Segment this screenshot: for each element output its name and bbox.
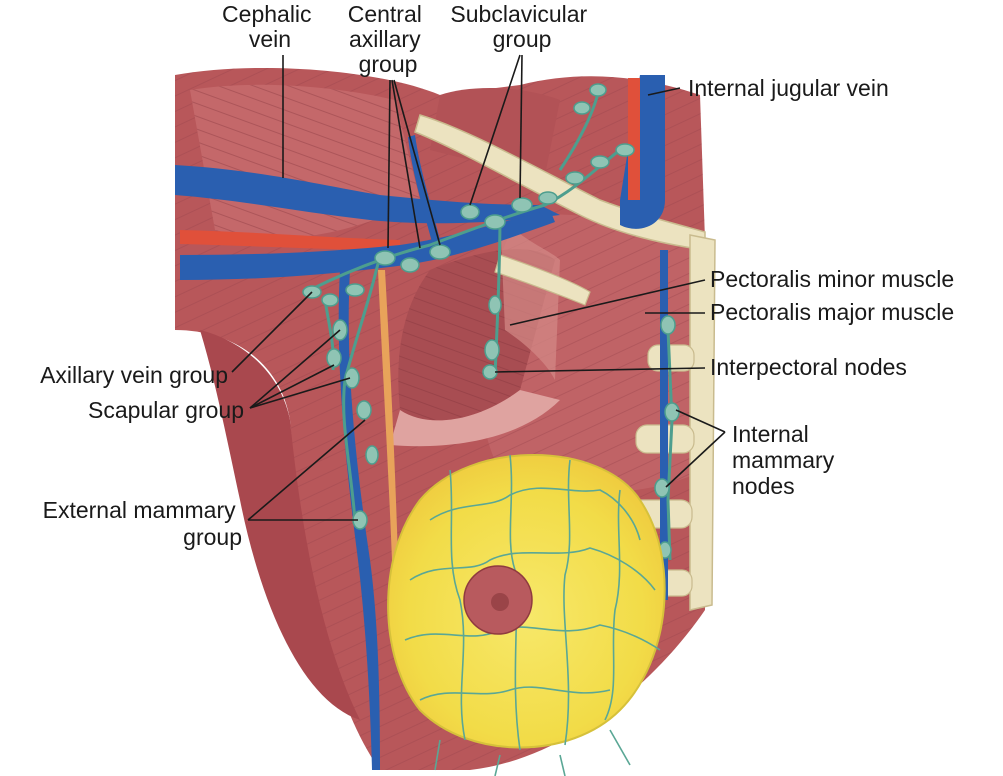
label-scapular-group: Scapular group [88,397,244,423]
label-external-mammary-group: External mammary group [43,497,242,550]
label-pectoralis-major-muscle: Pectoralis major muscle [710,299,954,325]
leader-internal-mammary-2 [665,431,726,488]
lymph-nodes [302,83,680,559]
leader-central-axillary-2 [391,79,421,249]
breast-lymph-vessel [449,469,466,741]
breast-lymph-vessel [404,624,661,651]
lymph-node [344,367,360,389]
muscle-cut-edge [390,390,560,447]
lymph-node [664,402,680,422]
lymph-node [573,101,591,115]
lymph-node [654,478,670,498]
rib-1 [494,254,591,306]
lymph-node [660,315,676,335]
breast-lymph-vessel [434,739,441,771]
lymph-node [590,155,610,169]
internal-mammary-vessel [660,250,668,600]
leader-lines [231,54,726,521]
leader-scapular-2 [249,364,335,409]
lymph-node [321,293,339,307]
leader-pectoralis-minor [509,279,706,326]
lymph-node [615,143,635,157]
leader-central-axillary-1 [387,79,391,249]
lymph-node [589,83,607,97]
leader-axillary-vein [231,291,313,373]
breast-lymph-vessel [563,459,571,746]
lymph-node [538,191,558,205]
lymph-node [356,400,372,420]
lymph-node [460,204,480,220]
lymph-node [484,339,500,361]
lymph-node [400,257,420,273]
lymph-node [488,295,502,315]
label-axillary-vein-group: Axillary vein group [40,362,228,388]
cut-muscle-flap [500,215,560,380]
label-internal-jugular-vein: Internal jugular vein [688,75,889,101]
breast-lymph-vessel [429,487,641,541]
lymph-node [511,197,533,213]
lymph-node [565,171,585,185]
leader-internal-mammary-1 [675,409,726,433]
breast-lymph-vessel [419,686,611,701]
breast-lymph-vessel [494,754,501,776]
lymph-node [365,445,379,465]
leader-interpectoral [494,367,706,373]
leader-central-axillary-3 [393,79,441,246]
lymph-node [482,364,498,380]
axillary-artery [180,230,400,250]
leader-subclavicular-2 [519,54,523,199]
nipple [491,593,509,611]
lateral-thoracic-artery [378,270,398,560]
breast-lymph-vessel [409,547,656,591]
breast-lymph-network [404,454,661,776]
lymph-node [326,348,342,368]
breast [387,454,666,776]
label-central-axillary-group: Central axillary group [348,1,429,77]
label-pectoralis-minor-muscle: Pectoralis minor muscle [710,266,954,292]
label-subclavicular-group: Subclavicular group [450,1,593,52]
lymph-node [484,214,506,230]
leader-subclavicular-1 [469,54,521,206]
axillary-vein-vessel [180,210,555,280]
label-cephalic-vein: Cephalic vein [222,1,318,52]
breast-lymph-vessel [609,729,631,766]
leader-external-mammary-1 [247,419,366,521]
lymph-node [374,250,396,266]
leader-scapular-1 [249,329,341,409]
label-interpectoral-nodes: Interpectoral nodes [710,354,907,380]
leader-scapular-3 [249,377,351,409]
lymph-node [345,283,365,297]
carotid-artery [628,78,640,200]
breast-lymph-vessel [604,489,621,721]
labels: Cephalic vein Central axillary group Sub… [40,1,954,550]
serratus-muscle [200,330,360,720]
leader-internal-jugular [647,87,681,96]
breast-lymph-vessel [559,754,566,776]
lymph-node [429,244,451,260]
label-internal-mammary-nodes: Internal mammary nodes [732,421,841,499]
lymph-chain-mammary [666,329,674,561]
